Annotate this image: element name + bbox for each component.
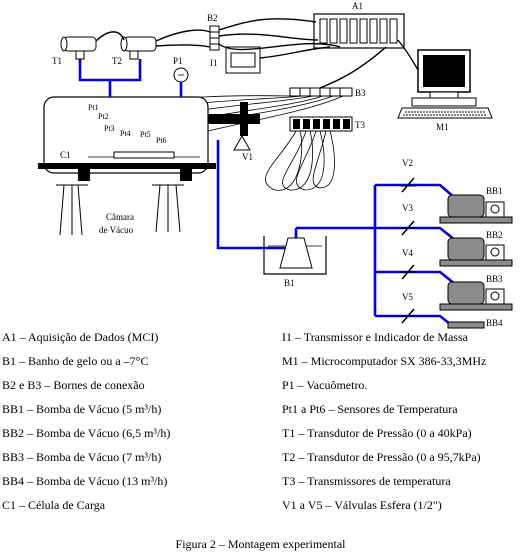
- label-v1: V1: [242, 152, 253, 162]
- label-bb1: BB1: [486, 186, 503, 196]
- valve-v1: [208, 102, 260, 151]
- label-camara-vacuo: de Vácuo: [99, 225, 134, 235]
- label-b3: B3: [355, 88, 366, 98]
- valve-v5: [400, 308, 416, 324]
- label-p1: P1: [173, 56, 183, 66]
- label-m1: M1: [436, 122, 449, 132]
- label-a1: A1: [352, 1, 363, 11]
- signal-wiring: [95, 18, 419, 89]
- label-camara: Câmara: [106, 212, 134, 222]
- terminal-block-b2: [209, 25, 220, 51]
- legend: A1 – Aquisição de Dados (MCI) B1 – Banho…: [0, 330, 521, 530]
- legend-item: C1 – Célula de Carga: [2, 498, 106, 512]
- label-v2: V2: [402, 158, 413, 168]
- label-bb3: BB3: [486, 274, 503, 284]
- valve-v3: [400, 220, 416, 236]
- label-pt2: Pt2: [98, 112, 109, 121]
- label-t3: T3: [355, 120, 365, 130]
- label-v5: V5: [402, 292, 413, 302]
- label-t2: T2: [112, 56, 122, 66]
- label-i1: I1: [210, 58, 218, 68]
- legend-item: T1 – Transdutor de Pressão (0 a 40kPa): [282, 426, 472, 440]
- legend-item: BB2 – Bomba de Vácuo (6,5 m³/h): [2, 426, 171, 440]
- figure-caption: Figura 2 – Montagem experimental: [175, 537, 346, 551]
- ice-bath-b1: [263, 236, 327, 275]
- legend-item: A1 – Aquisição de Dados (MCI): [2, 330, 159, 344]
- legend-item: Pt1 a Pt6 – Sensores de Temperatura: [282, 402, 458, 416]
- valve-v4: [400, 264, 416, 280]
- legend-item: T2 – Transdutor de Pressão (0 a 95,7kPa): [282, 450, 481, 464]
- computer-m1: [397, 49, 493, 119]
- label-bb2: BB2: [486, 230, 503, 240]
- vacuum-chamber: [38, 96, 216, 236]
- legend-item: T3 – Transmissores de temperatura: [282, 474, 451, 488]
- label-v4: V4: [402, 248, 413, 258]
- label-b1: B1: [284, 278, 295, 288]
- experimental-setup-diagram: A1 M1 B2 T1 T2 P1 I1: [38, 1, 513, 330]
- legend-item: P1 – Vacuômetro.: [282, 378, 368, 392]
- legend-item: B1 – Banho de gelo ou a –7°C: [2, 354, 149, 368]
- vacuum-pump-bb4: [447, 321, 485, 329]
- mass-indicator-i1: [225, 46, 261, 74]
- legend-item: BB3 – Bomba de Vácuo (7 m³/h): [2, 450, 162, 464]
- label-t1: T1: [52, 56, 62, 66]
- legend-item: M1 – Microcomputador SX 386-33,3MHz: [282, 354, 487, 368]
- legend-item: B2 e B3 – Bornes de conexão: [2, 378, 145, 392]
- label-c1: C1: [60, 150, 71, 160]
- acquisition-unit-a1: [313, 13, 405, 49]
- vacuum-pump-bb3: [439, 281, 513, 311]
- label-pt6: Pt6: [156, 136, 167, 145]
- legend-item: BB4 – Bomba de Vácuo (13 m³/h): [2, 474, 168, 488]
- pressure-transducer-t1: [60, 36, 97, 60]
- label-pt4: Pt4: [120, 129, 131, 138]
- legend-item: I1 – Transmissor e Indicador de Massa: [282, 330, 468, 344]
- pressure-transducer-t2: [120, 36, 157, 60]
- label-pt3: Pt3: [104, 124, 115, 133]
- vacuum-pump-bb1: [439, 194, 513, 224]
- terminal-block-b3: [289, 87, 353, 97]
- vacuum-pump-bb2: [439, 237, 513, 267]
- temperature-transmitters-t3: [289, 116, 353, 132]
- label-v3: V3: [402, 203, 413, 213]
- label-pt5: Pt5: [140, 130, 151, 139]
- valve-v2: [400, 177, 416, 193]
- label-pt1: Pt1: [88, 103, 99, 112]
- label-b2: B2: [207, 13, 218, 23]
- legend-item: BB1 – Bomba de Vácuo (5 m³/h): [2, 402, 162, 416]
- label-bb4: BB4: [486, 318, 503, 328]
- legend-item: V1 a V5 – Válvulas Esfera (1/2"): [282, 498, 442, 512]
